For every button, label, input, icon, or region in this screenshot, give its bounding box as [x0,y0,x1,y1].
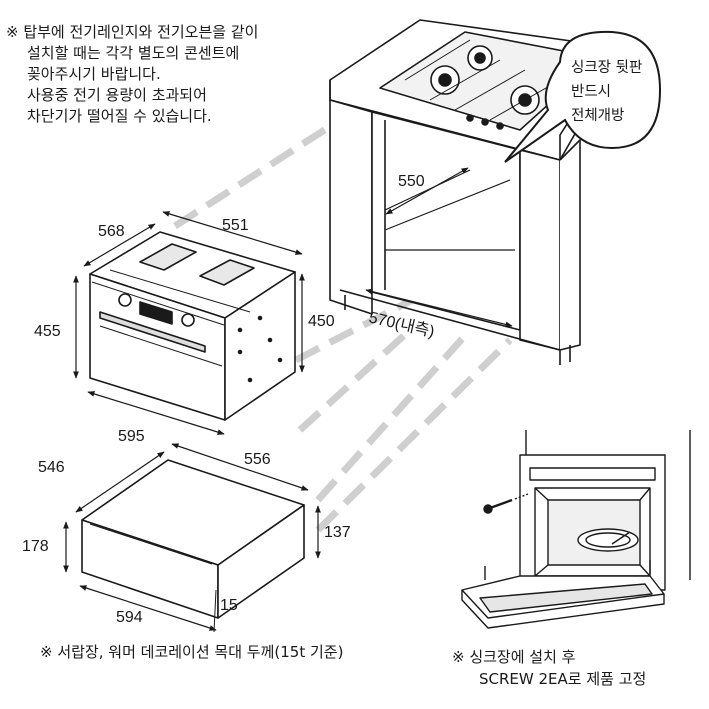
installed-oven-with-screws [461,430,691,629]
top-installation-note: ※ 탑부에 전기레인지와 전기오븐을 같이 설치할 때는 각각 별도의 콘센트에… [6,22,258,127]
built-in-oven [89,231,296,421]
dim-oven-height-side: 450 [308,313,335,330]
callout-bubble [504,30,662,163]
top-note-line-4: 사용중 전기 용량이 초과되어 [27,86,207,104]
dim-oven-width-top: 551 [222,217,249,234]
dim-drawer-thickness: 15 [220,597,238,614]
top-note-line-2: 설치할 때는 각각 별도의 콘센트에 [27,44,240,62]
dim-oven-depth: 568 [98,223,125,240]
callout-line-1: 싱크장 뒷판 [571,59,642,76]
dim-oven-height-front: 455 [34,323,61,340]
dim-drawer-width-bottom: 594 [116,609,143,626]
callout-line-3: 전체개방 [571,107,624,124]
callout-line-2: 반드시 [571,83,611,100]
drawer-thickness-note: ※ 서랍장, 워머 데코레이션 목대 두께(15t 기준) [40,643,344,661]
dim-drawer-height-side: 137 [324,524,351,541]
top-note-line-3: 꽂아주시기 바랍니다. [27,65,161,83]
dim-drawer-width-top: 556 [244,451,271,468]
top-note-line-5: 차단기가 떨어질 수 있습니다. [27,107,212,125]
screw-note-line-1: ※ 싱크장에 설치 후 [452,648,576,666]
dim-oven-width-bottom: 595 [118,428,145,445]
oven-dimension-lines [73,211,305,435]
screw-fixing-note: ※ 싱크장에 설치 후 SCREW 2EA로 제품 고정 [452,646,646,690]
screw-note-line-2: SCREW 2EA로 제품 고정 [479,670,647,688]
cabinet-dimension-lines [365,167,513,328]
top-note-line-1: ※ 탑부에 전기레인지와 전기오븐을 같이 [6,23,259,41]
warmer-drawer [81,459,305,619]
dim-cabinet-depth: 550 [398,173,425,190]
dim-drawer-height-front: 178 [22,538,49,555]
dim-drawer-depth: 546 [38,459,65,476]
drawer-dimension-lines [63,443,321,633]
